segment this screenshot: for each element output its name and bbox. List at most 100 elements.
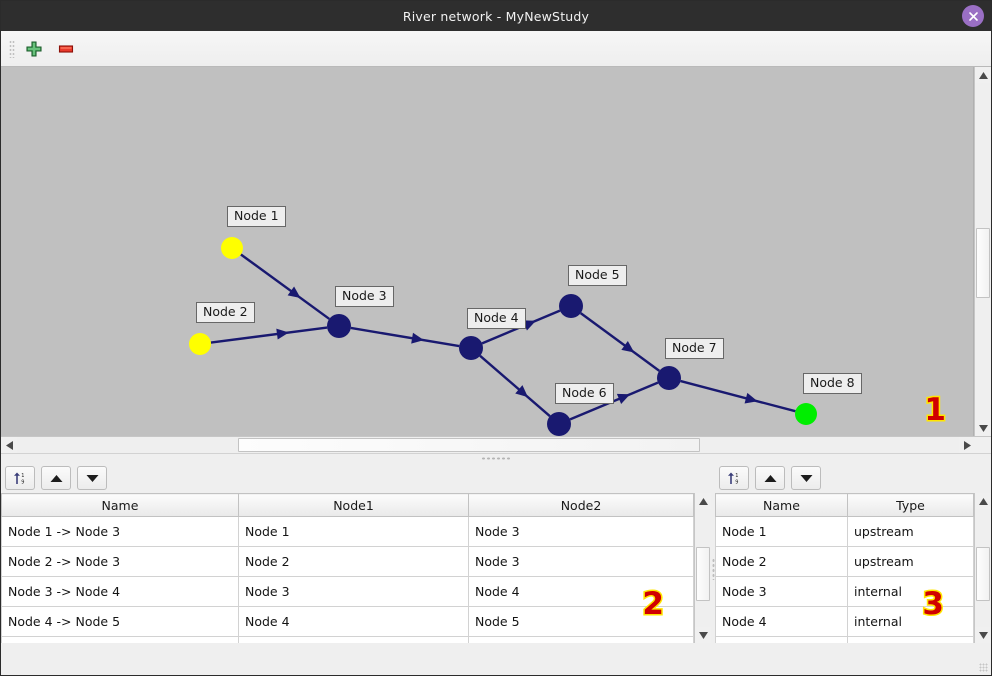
column-header-type[interactable]: Type <box>847 493 974 517</box>
links-move-up-button[interactable] <box>41 466 71 490</box>
table-cell[interactable] <box>847 636 974 643</box>
nodes-vscroll-thumb[interactable] <box>976 547 990 601</box>
resize-grip-icon[interactable] <box>979 663 988 672</box>
links-scroll-down-button[interactable] <box>695 627 711 643</box>
node-label-node-1[interactable]: Node 1 <box>227 206 286 227</box>
scroll-up-button[interactable] <box>975 67 991 83</box>
nodes-vscroll-track[interactable] <box>975 509 991 627</box>
table-cell[interactable]: Node 2 <box>238 546 469 577</box>
graph-node-node-7[interactable] <box>657 366 681 390</box>
vertical-splitter[interactable] <box>711 463 715 675</box>
table-cell[interactable]: upstream <box>847 516 974 547</box>
node-label-node-8[interactable]: Node 8 <box>803 373 862 394</box>
nodes-sort-button[interactable]: 1 9 <box>719 466 749 490</box>
graph-node-node-8[interactable] <box>795 403 817 425</box>
node-label-node-4[interactable]: Node 4 <box>467 308 526 329</box>
node-label-node-7[interactable]: Node 7 <box>665 338 724 359</box>
links-sort-button[interactable]: 1 9 <box>5 466 35 490</box>
table-cell[interactable]: Node 3 <box>238 576 469 607</box>
column-header-node1[interactable]: Node1 <box>238 493 469 517</box>
edge-Node3-to-Node4[interactable] <box>350 326 460 348</box>
table-cell[interactable] <box>468 636 694 643</box>
table-cell[interactable]: Node 3 <box>468 546 694 577</box>
table-cell[interactable]: internal <box>847 606 974 637</box>
table-cell[interactable]: Node 4 -> Node 5 <box>1 606 239 637</box>
links-move-down-button[interactable] <box>77 466 107 490</box>
nodes-scroll-up-button[interactable] <box>975 493 991 509</box>
add-node-button[interactable] <box>21 36 47 62</box>
table-cell[interactable]: Node 3 <box>468 516 694 547</box>
scroll-down-button[interactable] <box>975 420 991 436</box>
toolbar-grip[interactable] <box>9 39 15 58</box>
table-row-empty[interactable] <box>1 636 694 643</box>
node-label-node-2[interactable]: Node 2 <box>196 302 255 323</box>
graph-vscroll-thumb[interactable] <box>976 228 990 298</box>
close-button[interactable] <box>962 5 984 27</box>
links-vertical-scrollbar[interactable] <box>694 493 711 643</box>
links-scroll-up-button[interactable] <box>695 493 711 509</box>
graph-vertical-scrollbar[interactable] <box>974 67 991 436</box>
table-cell[interactable]: Node 2 <box>715 546 848 577</box>
graph-node-node-2[interactable] <box>189 333 211 355</box>
table-cell[interactable]: Node 5 <box>468 606 694 637</box>
edge-Node4-to-Node6[interactable] <box>479 354 551 418</box>
table-cell[interactable] <box>1 636 239 643</box>
nodes-move-down-button[interactable] <box>791 466 821 490</box>
column-header-name[interactable]: Name <box>715 493 848 517</box>
table-cell[interactable]: Node 4 <box>238 606 469 637</box>
table-cell[interactable]: Node 4 <box>715 606 848 637</box>
graph-node-node-4[interactable] <box>459 336 483 360</box>
edge-Node7-to-Node8[interactable] <box>680 379 796 413</box>
graph-node-node-5[interactable] <box>559 294 583 318</box>
table-cell[interactable]: Node 3 -> Node 4 <box>1 576 239 607</box>
graph-node-node-6[interactable] <box>547 412 571 436</box>
graph-node-node-3[interactable] <box>327 314 351 338</box>
node-label-node-5[interactable]: Node 5 <box>568 265 627 286</box>
table-cell[interactable]: Node 1 <box>238 516 469 547</box>
table-cell[interactable]: Node 2 -> Node 3 <box>1 546 239 577</box>
links-vscroll-thumb[interactable] <box>696 547 710 601</box>
graph-hscroll-thumb[interactable] <box>238 438 700 452</box>
table-cell[interactable]: Node 1 <box>715 516 848 547</box>
node-label-node-3[interactable]: Node 3 <box>335 286 394 307</box>
column-header-node2[interactable]: Node2 <box>468 493 694 517</box>
table-cell[interactable]: Node 1 -> Node 3 <box>1 516 239 547</box>
edge-Node2-to-Node3[interactable] <box>210 326 328 344</box>
scroll-left-button[interactable] <box>1 437 17 453</box>
graph-horizontal-scrollbar[interactable] <box>1 436 991 453</box>
graph-hscroll-track[interactable] <box>17 437 959 453</box>
table-cell[interactable]: upstream <box>847 546 974 577</box>
table-cell[interactable] <box>715 636 848 643</box>
horizontal-splitter[interactable] <box>1 453 991 463</box>
scroll-right-button[interactable] <box>959 437 975 453</box>
nodes-scroll-down-button[interactable] <box>975 627 991 643</box>
links-vscroll-track[interactable] <box>695 509 711 627</box>
nodes-vertical-scrollbar[interactable] <box>974 493 991 643</box>
graph-node-node-1[interactable] <box>221 237 243 259</box>
edge-Node6-to-Node7[interactable] <box>569 381 659 421</box>
remove-node-button[interactable] <box>53 36 79 62</box>
edge-Node1-to-Node3[interactable] <box>240 253 331 320</box>
table-row-empty[interactable] <box>715 636 974 643</box>
column-header-name[interactable]: Name <box>1 493 239 517</box>
network-canvas[interactable]: Node 1 Node 2 Node 3 Node 4 Node 5 Node 6 Node… <box>1 67 974 436</box>
table-cell[interactable]: Node 3 <box>715 576 848 607</box>
node-label-node-6[interactable]: Node 6 <box>555 383 614 404</box>
graph-vscroll-track[interactable] <box>975 83 991 420</box>
table-cell[interactable]: internal <box>847 576 974 607</box>
table-cell[interactable] <box>238 636 469 643</box>
edge-Node5-to-Node7[interactable] <box>579 312 661 372</box>
nodes-move-up-button[interactable] <box>755 466 785 490</box>
table-cell[interactable]: Node 4 <box>468 576 694 607</box>
